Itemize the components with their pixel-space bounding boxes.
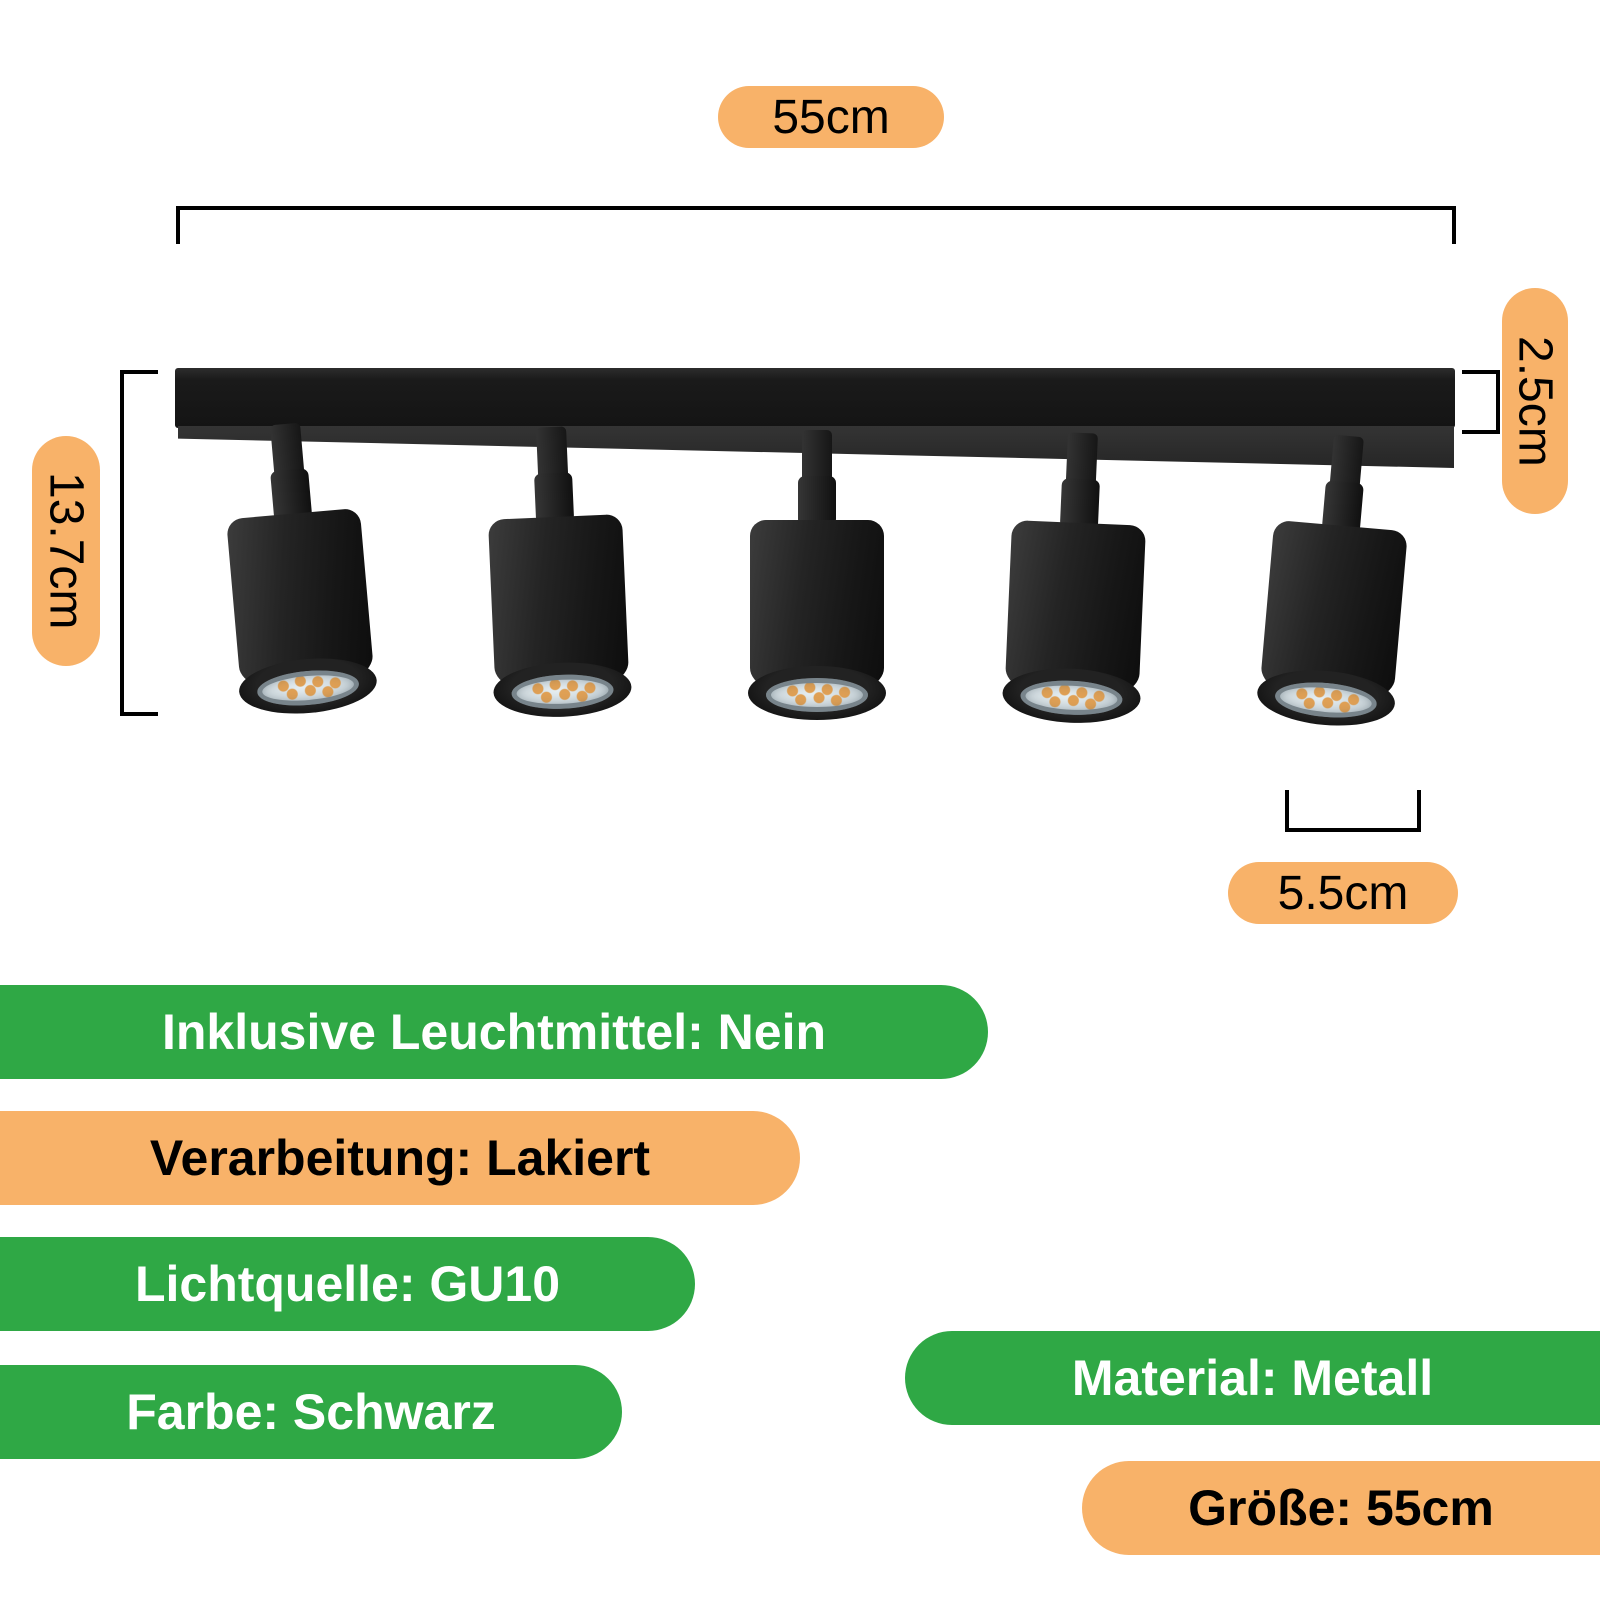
width-dimension-label: 55cm <box>718 86 944 148</box>
spotlight-2 <box>481 424 634 726</box>
feature-banner-leuchtmittel: Inklusive Leuchtmittel: Nein <box>0 985 988 1079</box>
spot-diameter-bracket <box>1285 790 1421 832</box>
spotlight-stem <box>536 426 571 526</box>
height-dimension-bracket <box>120 370 158 716</box>
thickness-dimension-bracket <box>1462 370 1500 434</box>
spotlight-stem <box>1063 432 1098 532</box>
feature-banner-farbe: Farbe: Schwarz <box>0 1365 622 1459</box>
gu10-bulb <box>766 678 868 712</box>
spot-diameter-label: 5.5cm <box>1228 862 1458 924</box>
height-dimension-label: 13.7cm <box>32 436 100 666</box>
feature-banner-verarbeitung: Verarbeitung: Lakiert <box>0 1111 800 1205</box>
feature-banner-lichtquelle: Lichtquelle: GU10 <box>0 1237 695 1331</box>
spotlight-3 <box>747 430 887 726</box>
spotlight-5 <box>1253 430 1418 737</box>
spotlight-stem <box>270 422 309 523</box>
feature-banner-groesse: Größe: 55cm <box>1082 1461 1600 1555</box>
thickness-dimension-label: 2.5cm <box>1502 288 1568 514</box>
spotlight-1 <box>215 418 380 725</box>
spotlight-4 <box>1000 430 1153 732</box>
feature-banner-material: Material: Metall <box>905 1331 1600 1425</box>
spotlight-stem <box>798 430 836 528</box>
width-dimension-bracket <box>176 206 1456 244</box>
mounting-bar <box>175 368 1455 428</box>
spotlight-stem <box>1325 434 1364 535</box>
